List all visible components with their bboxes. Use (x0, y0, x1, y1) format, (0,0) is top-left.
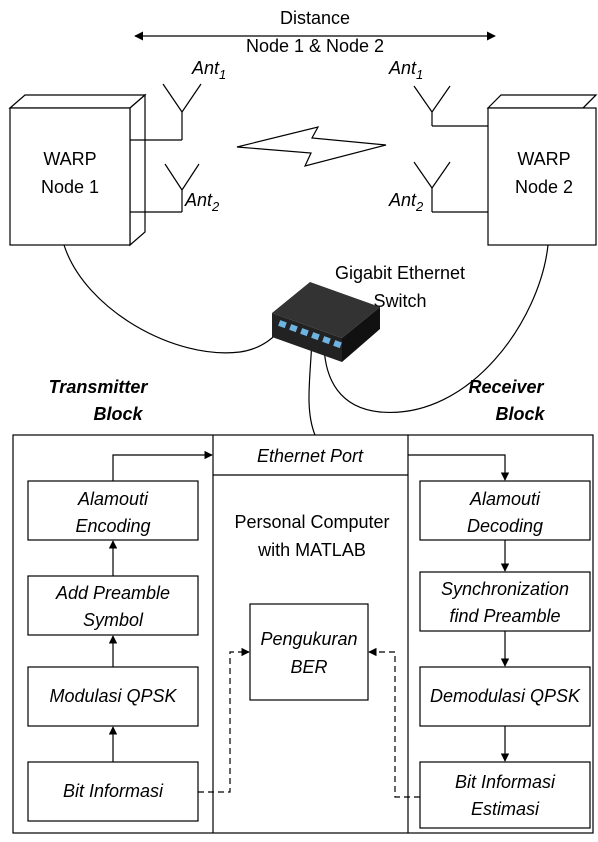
node-2-label-line1: WARP (517, 149, 570, 169)
node-2-label-line2: Node 2 (515, 177, 573, 197)
tx-modulation-label: Modulasi QPSK (49, 686, 177, 706)
cable-node2-switch (323, 244, 549, 413)
distance-label-line1: Distance (280, 8, 350, 28)
cable-switch-pc (308, 339, 316, 436)
dashed-link-tx-ber (198, 647, 250, 793)
ethernet-port-label: Ethernet Port (257, 446, 364, 466)
distance-label-line2: Node 1 & Node 2 (246, 36, 384, 56)
tx-preamble-label-line2: Symbol (83, 610, 144, 630)
ber-label-line2: BER (290, 657, 327, 677)
node-2-antenna-2-label: Ant2 (388, 190, 424, 214)
node-2-antenna-1-label: Ant1 (388, 58, 423, 82)
switch-label-line2: Switch (373, 291, 426, 311)
rx-bit-estimation-box (419, 761, 591, 829)
ber-measurement-box (249, 603, 369, 701)
rx-demodulation-box (419, 666, 591, 727)
rx-bits-label-line1: Bit Informasi (455, 772, 556, 792)
tx-bit-information-box (27, 761, 199, 822)
warp-node-1 (8, 93, 147, 247)
node-1-antenna-2-label: Ant2 (184, 190, 220, 214)
rx-synchronization-box (419, 571, 591, 632)
transmitter-block-title-line1: Transmitter (49, 377, 149, 397)
node-1-label-line1: WARP (43, 149, 96, 169)
tx-bits-label: Bit Informasi (63, 781, 164, 801)
warp-node-2 (486, 94, 598, 246)
rx-sync-label-line2: find Preamble (449, 606, 560, 626)
tx-preamble-label-line1: Add Preamble (55, 583, 170, 603)
rx-decoding-label-line2: Decoding (467, 516, 543, 536)
rx-bits-label-line2: Estimasi (471, 799, 540, 819)
node-1-antenna-1-icon (130, 83, 202, 141)
pc-label-line1: Personal Computer (234, 512, 389, 532)
tx-add-preamble-box (27, 575, 199, 636)
cable-node1-switch (63, 244, 291, 354)
wireless-link-icon (236, 126, 387, 167)
switch-label-line1: Gigabit Ethernet (335, 263, 465, 283)
ethernet-switch-icon (272, 282, 380, 362)
ber-label-line1: Pengukuran (260, 629, 357, 649)
node-1-label-line2: Node 1 (41, 177, 99, 197)
rx-alamouti-decoding-box (419, 480, 591, 541)
main-system-frame (12, 434, 594, 834)
dashed-link-rx-ber (368, 647, 420, 798)
receiver-block-title-line2: Block (495, 404, 545, 424)
rx-sync-label-line1: Synchronization (441, 579, 569, 599)
tx-encoding-label-line1: Alamouti (77, 489, 149, 509)
node-2-antenna-1-icon (413, 85, 488, 127)
tx-modulation-box (27, 666, 199, 727)
rx-demodulation-label: Demodulasi QPSK (430, 686, 581, 706)
receiver-block-title-line1: Receiver (468, 377, 544, 397)
node-1-antenna-2-icon (130, 163, 200, 213)
node-2-antenna-2-icon (413, 161, 488, 213)
node-1-antenna-1-label: Ant1 (191, 58, 226, 82)
tx-encoding-label-line2: Encoding (75, 516, 150, 536)
transmitter-block-title-line2: Block (93, 404, 143, 424)
pc-label-line2: with MATLAB (257, 540, 366, 560)
rx-decoding-label-line1: Alamouti (469, 489, 541, 509)
